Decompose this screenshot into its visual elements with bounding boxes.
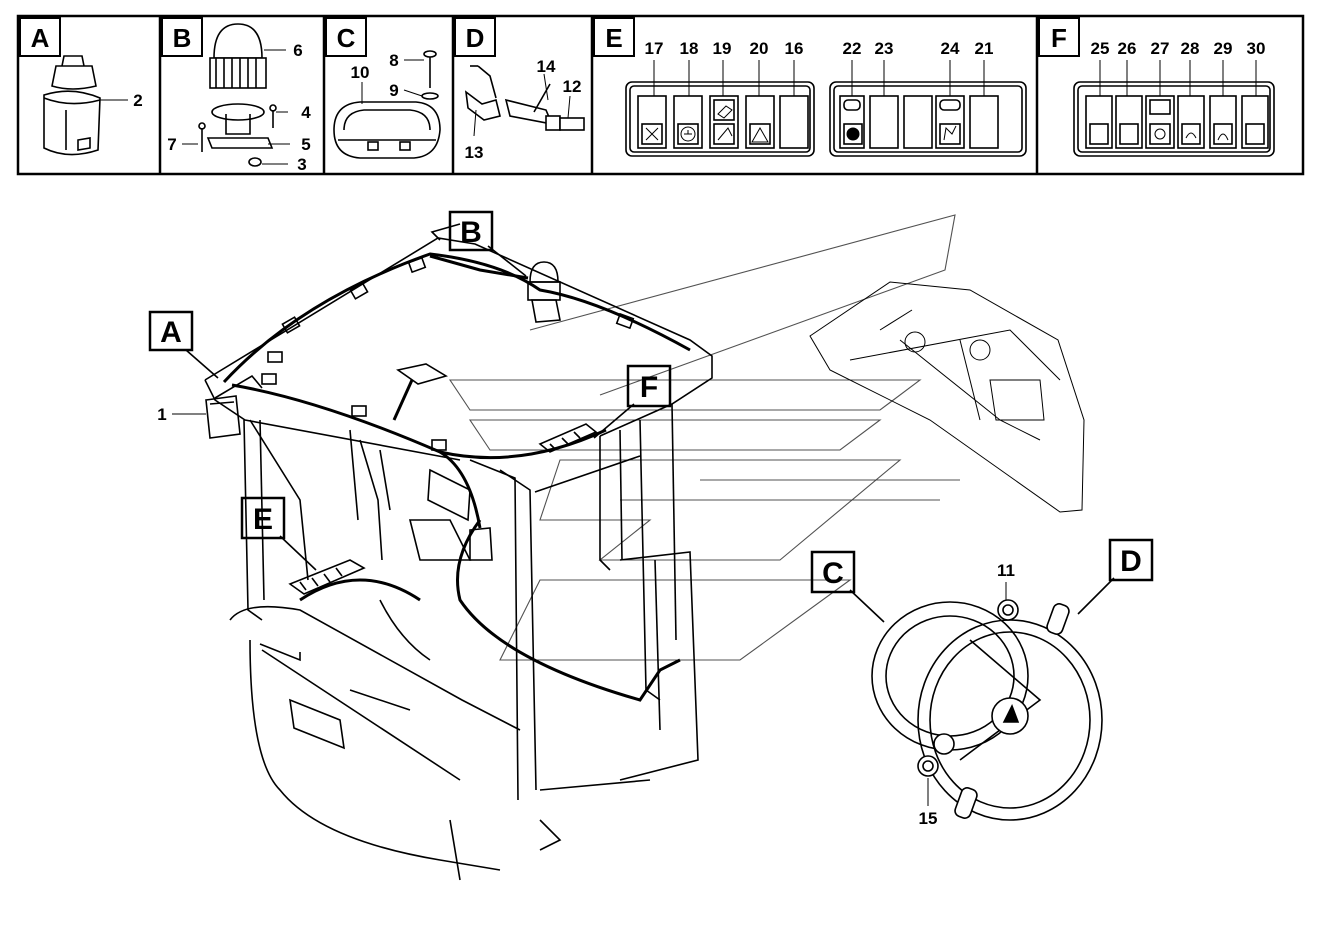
dash-switch-row: [288, 559, 366, 595]
lamp-socket-drawing: [43, 55, 101, 156]
roof-switch-row: [538, 423, 598, 453]
harness-clips: [261, 256, 635, 451]
work-light-icon: [717, 105, 733, 141]
panel-b-number-6: 6: [293, 41, 302, 60]
main-number-1: 1: [157, 405, 206, 424]
panel-c: C 8 9 10: [325, 17, 441, 159]
callout-e: E: [240, 496, 317, 571]
panel-f-number-28: 28: [1181, 39, 1200, 58]
warning-triangle-icon: [751, 126, 769, 143]
panel-e-number-18: 18: [680, 39, 699, 58]
panel-f-number-27: 27: [1151, 39, 1170, 58]
panel-b-number-7: 7: [167, 135, 176, 154]
panel-f-number-25: 25: [1091, 39, 1110, 58]
callout-b: B: [448, 210, 527, 277]
svg-text:15: 15: [919, 809, 938, 828]
panel-c-number-8: 8: [389, 51, 398, 70]
panel-d-number-13: 13: [465, 143, 484, 162]
panel-c-letter: C: [337, 23, 356, 53]
panel-a: A 2: [19, 17, 143, 156]
callout-d-letter: D: [1120, 545, 1142, 578]
panel-e-number-20: 20: [750, 39, 769, 58]
fire-extinguisher-icon: [645, 127, 659, 141]
watermark-logo: [448, 214, 960, 661]
switch-panel-right: [829, 81, 1027, 157]
wash-icon: [1185, 132, 1229, 141]
dome-lamp-drawing: [333, 50, 441, 159]
panel-b-number-4: 4: [301, 103, 311, 122]
callout-a-letter: A: [160, 316, 182, 349]
panel-b-number-5: 5: [301, 135, 310, 154]
steering-wheel: [871, 599, 1103, 821]
panel-d-number-12: 12: [563, 77, 582, 96]
panel-f-letter: F: [1051, 23, 1067, 53]
panel-c-number-10: 10: [351, 63, 370, 82]
heater-icon: [943, 125, 957, 141]
panel-e-number-21: 21: [975, 39, 994, 58]
callout-d: D: [1077, 538, 1154, 615]
panel-f: F 25 26 27 28 29 30: [1038, 17, 1275, 157]
callout-c-letter: C: [822, 557, 844, 590]
panel-a-number-2: 2: [133, 91, 142, 110]
panel-c-number-9: 9: [389, 81, 398, 100]
callout-a: A: [148, 310, 219, 379]
panel-e-number-19: 19: [713, 39, 732, 58]
panel-e-number-23: 23: [875, 39, 894, 58]
svg-text:1: 1: [157, 405, 166, 424]
panel-e: E fire-extinguisher-icon: [593, 17, 1027, 157]
beacon-icon: [846, 127, 860, 141]
roof-dome-light: [396, 363, 448, 385]
callout-b-letter: B: [460, 216, 482, 249]
panel-d-letter: D: [466, 23, 485, 53]
detail-strip: [16, 14, 1305, 176]
beacon-drawing: [198, 23, 277, 167]
wiper-icon: [680, 126, 696, 142]
panel-e-number-17: 17: [645, 39, 664, 58]
bracket-and-switch-drawing: [464, 65, 585, 131]
fan-icon: [1154, 128, 1166, 140]
side-lamp: [205, 395, 241, 439]
panel-f-number-26: 26: [1118, 39, 1137, 58]
callout-f-letter: F: [640, 371, 658, 404]
panel-d: D 14 12 13: [454, 17, 585, 162]
roof-beacon: [527, 261, 561, 323]
panel-a-letter: A: [31, 23, 50, 53]
panel-b: B 6 4 5 3 7: [161, 17, 311, 174]
panel-b-letter: B: [173, 23, 192, 53]
panel-e-number-16: 16: [785, 39, 804, 58]
main-number-11: 11: [997, 561, 1015, 600]
callout-e-letter: E: [253, 503, 273, 536]
switch-panel-left: [625, 81, 815, 157]
svg-text:11: 11: [997, 561, 1015, 580]
panel-f-number-29: 29: [1214, 39, 1233, 58]
callout-c: C: [810, 550, 885, 623]
panel-b-number-3: 3: [297, 155, 306, 174]
switch-panel-f: [1073, 81, 1275, 157]
main-number-15: 15: [919, 778, 938, 828]
panel-e-number-24: 24: [941, 39, 960, 58]
panel-e-letter: E: [605, 23, 622, 53]
callout-f: F: [593, 364, 672, 439]
panel-e-number-22: 22: [843, 39, 862, 58]
rear-panel: [809, 281, 1085, 513]
panel-d-number-14: 14: [537, 57, 556, 76]
panel-f-number-30: 30: [1247, 39, 1266, 58]
